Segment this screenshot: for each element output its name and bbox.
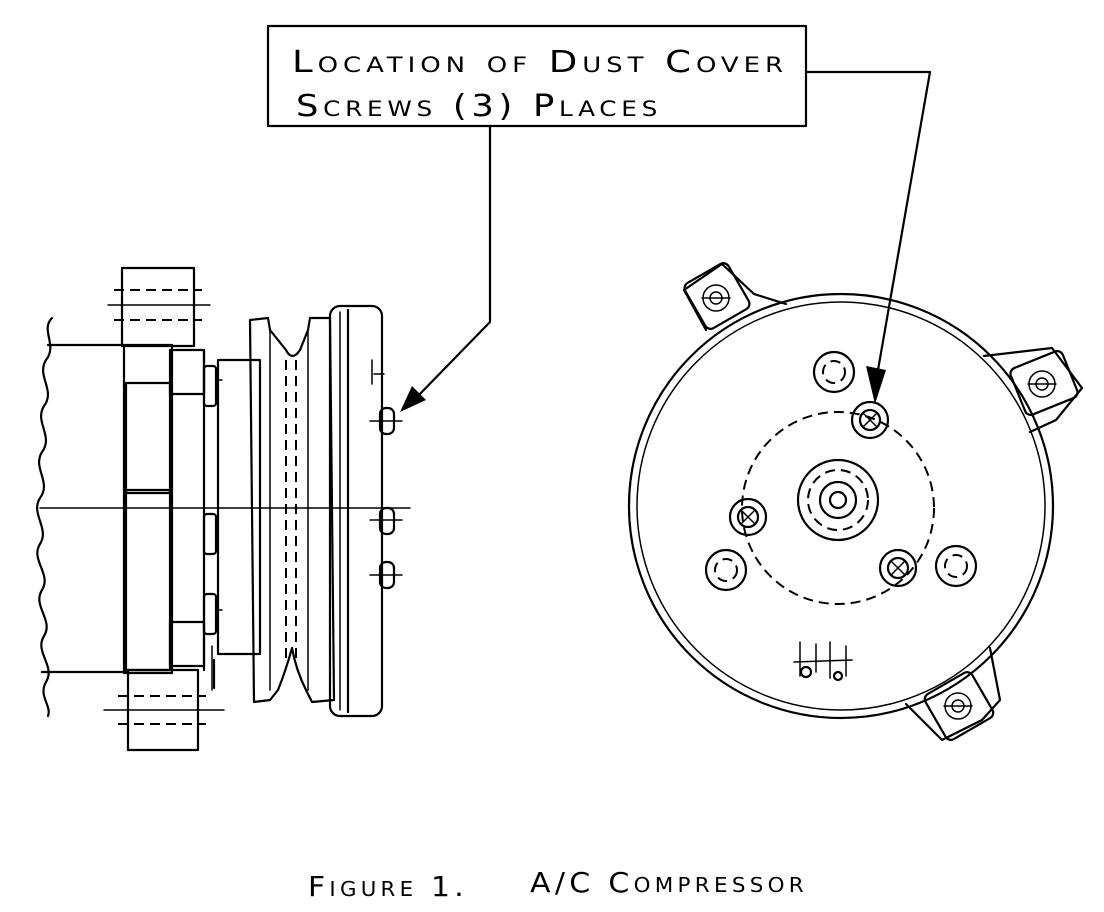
rivet-left <box>704 548 748 592</box>
leader-arrow-front-view <box>804 70 932 404</box>
figure-title: A/C Compressor <box>530 866 808 899</box>
callout-text-line2: Screws (3) Places <box>296 89 662 124</box>
rivet-top <box>812 350 856 394</box>
break-line <box>36 316 54 718</box>
leader-arrow-side-view <box>400 124 492 412</box>
side-screw-3 <box>369 560 403 590</box>
callout-box: Location of Dust Cover Screws (3) Places <box>266 24 808 128</box>
clutch-hub <box>796 458 880 542</box>
compressor-side-view <box>36 266 411 752</box>
pulley-outer-rim <box>627 292 1055 720</box>
side-screw-1 <box>369 406 403 436</box>
callout-text-line1: Location of Dust Cover <box>292 45 788 80</box>
dust-cover-screw-3 <box>878 548 918 588</box>
dust-cover-screw-2 <box>728 497 768 537</box>
figure-number: Figure 1. <box>308 870 468 903</box>
mounting-lug-right <box>982 346 1084 434</box>
bolt-circle <box>741 411 935 605</box>
mounting-lug-top-left <box>682 262 788 332</box>
pulley-inner-rim <box>636 301 1046 711</box>
dust-cover-screw-1 <box>850 400 890 440</box>
rivet-right <box>934 544 978 588</box>
figure-caption: Figure 1. A/C Compressor <box>308 866 808 903</box>
compressor-front-view <box>627 262 1084 742</box>
id-stamp <box>793 641 853 682</box>
pulley-groove <box>248 316 336 704</box>
mounting-lug-bottom <box>904 646 1002 742</box>
